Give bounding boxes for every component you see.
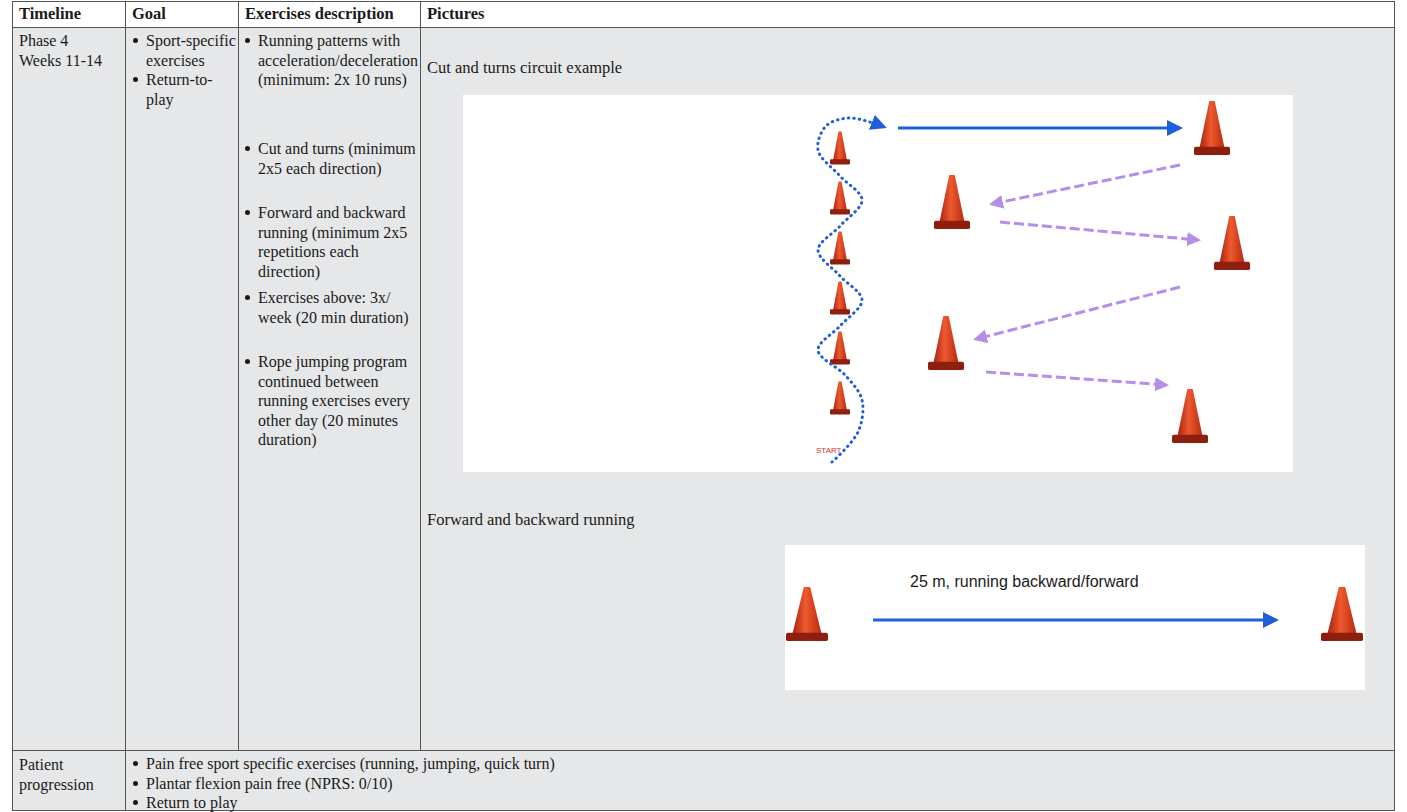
body-rows [12, 27, 1395, 811]
distance-label: 25 m, running backward/forward [910, 572, 1250, 592]
table-cell: Weeks 11-14 [19, 51, 123, 71]
table-grid [12, 1, 1395, 811]
slalom-path [818, 118, 884, 462]
large-cone [786, 587, 828, 641]
picture-panel [463, 95, 1293, 472]
picture-panel [785, 545, 1365, 690]
table-cell: Return-to-play [146, 70, 236, 109]
table-cell: Sport-specific exercises [146, 31, 236, 70]
picture-caption: Forward and backward running [427, 510, 827, 530]
run-arrow [873, 619, 1276, 622]
table-cell: Plantar flexion pain free (NPRS: 0/10) [146, 774, 1386, 794]
slalom-path [818, 118, 884, 462]
large-cones [928, 101, 1250, 443]
header-row [12, 1, 1395, 27]
sprint-arrow [898, 127, 1180, 130]
table-cell: Return to play [146, 793, 1386, 812]
row-header: Patient progression [19, 755, 119, 794]
table-cell: Rope jumping program continued between r… [258, 352, 418, 450]
table-cell: Running patterns with acceleration/decel… [258, 31, 418, 90]
table-cell: Pain free sport specific exercises (runn… [146, 754, 1386, 774]
table-cell: Exercises above: 3x/ week (20 min durati… [258, 288, 418, 327]
table-cell: Phase 4 [19, 31, 123, 51]
table-cell: Cut and turns (minimum 2x5 each directio… [258, 139, 418, 178]
column-header: Goal [132, 4, 236, 24]
start-label: START [816, 446, 856, 455]
large-cone [1321, 587, 1363, 641]
column-header: Timeline [19, 4, 123, 24]
table-cell: Forward and backward running (minimum 2x… [258, 203, 418, 281]
column-header: Exercises description [245, 4, 419, 24]
cut-arrows [976, 165, 1198, 385]
column-header: Pictures [427, 4, 727, 24]
picture-caption: Cut and turns circuit example [427, 58, 827, 78]
